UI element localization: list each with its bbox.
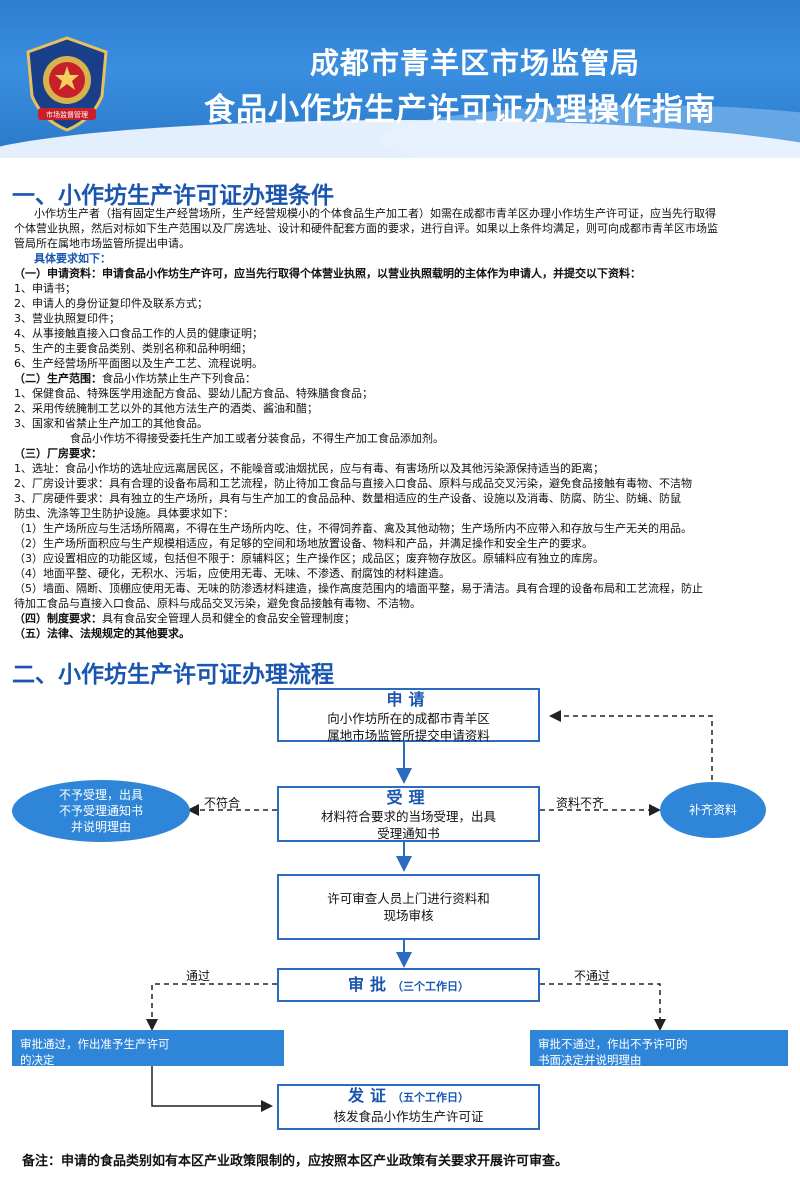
flow-step-apply: 申请 向小作坊所在的成都市青羊区 属地市场监管所提交申请资料 <box>277 688 540 743</box>
list-item: 2、厂房设计要求：具有合理的设备布局和工艺流程，防止待加工食品与直接入口食品、原… <box>14 477 692 490</box>
list-item: 3、营业执照复印件； <box>14 312 120 325</box>
other-requirements: （五）法律、法规规定的其他要求。 <box>14 627 190 640</box>
list-item: 1、申请书； <box>14 282 76 295</box>
flow-step-text: 材料符合要求的当场受理，出具 <box>320 809 496 824</box>
arrow-approve-to-pass <box>146 983 277 1031</box>
scope-line: （二）生产范围：食品小作坊禁止生产下列食品： <box>14 371 796 386</box>
fail-text: 书面决定并说明理由 <box>538 1053 642 1067</box>
system-heading: （四）制度要求： <box>14 612 102 625</box>
footer-note: 备注：申请的食品类别如有本区产业政策限制的，应按照本区产业政策有关要求开展许可审… <box>22 1154 569 1169</box>
flow-step-approve: 审批（三个工作日） <box>277 968 540 1002</box>
flow-step-days: （五个工作日） <box>392 1091 469 1104</box>
list-item: 2、申请人的身份证复印件及联系方式； <box>14 297 208 310</box>
supplement-text: 补齐资料 <box>688 803 737 817</box>
arrow-approve-to-fail <box>540 983 666 1031</box>
list-item: 3、厂房硬件要求：具有独立的生产场所，具有与生产加工的食品品种、数量相适应的生产… <box>14 492 681 505</box>
flow-step-text: 许可审查人员上门进行资料和 <box>327 891 490 906</box>
sub-item: （4）地面平整、硬化，无积水、污垢，应使用无毒、无味、不渗透、耐腐蚀的材料建造。 <box>14 567 450 580</box>
police-badge-icon: 市场监督管理 <box>26 36 108 132</box>
list-item: 6、生产经营场所平面图以及生产工艺、流程说明。 <box>14 357 263 370</box>
flow-step-text: 现场审核 <box>383 908 434 923</box>
reject-text: 不予受理通知书 <box>58 804 143 818</box>
page-title-agency: 成都市青羊区市场监管局 <box>309 46 640 80</box>
materials-text: 申请食品小作坊生产许可，应当先行取得个体营业执照，以营业执照载明的主体作为申请人… <box>102 267 641 280</box>
arrow-supplement-to-apply <box>549 710 713 780</box>
reject-text: 不予受理，出具 <box>58 788 143 802</box>
flow-supplement-ellipse: 补齐资料 <box>660 782 766 838</box>
arrow-pass-to-issue <box>151 1066 273 1112</box>
list-item: 5、生产的主要食品类别、类别名称和品种明细； <box>14 342 252 355</box>
label-pass: 通过 <box>186 969 211 983</box>
section2-title: 二、小作坊生产许可证办理流程 <box>12 662 334 688</box>
intro-line: 个体营业执照，然后对标如下生产范围以及厂房选址、设计和硬件配套方面的要求，进行自… <box>14 222 718 235</box>
flow-fail-result: 审批不通过，作出不予许可的 书面决定并说明理由 <box>530 1030 788 1067</box>
list-item: 2、采用传统腌制工艺以外的其他方法生产的酒类、酱油和醋； <box>14 402 318 415</box>
flow-step-text: 核发食品小作坊生产许可证 <box>333 1109 484 1124</box>
scope-note: 食品小作坊不得接受委托生产加工或者分装食品，不得生产加工食品添加剂。 <box>70 432 444 445</box>
sub-item: （3）应设置相应的功能区域，包括但不限于：原辅料区；生产操作区；成品区；废弃物存… <box>14 552 604 565</box>
scope-heading: （二）生产范围： <box>14 372 102 385</box>
materials-line: （一）申请资料：申请食品小作坊生产许可，应当先行取得个体营业执照，以营业执照载明… <box>14 266 796 281</box>
flow-step-heading: 审批 <box>347 975 392 994</box>
flow-step-text: 向小作坊所在的成都市青羊区 <box>327 711 490 726</box>
label-fail: 不通过 <box>574 969 611 983</box>
sub-item: （1）生产场所应与生活场所隔离，不得在生产场所内吃、住，不得饲养畜、禽及其他动物… <box>14 522 692 535</box>
flow-step-issue: 发证（五个工作日） 核发食品小作坊生产许可证 <box>277 1084 540 1130</box>
flow-step-text: 受理通知书 <box>377 826 440 841</box>
list-item: 1、保健食品、特殊医学用途配方食品、婴幼儿配方食品、特殊膳食食品； <box>14 387 373 400</box>
flow-step-heading: 发证 <box>347 1086 392 1105</box>
flow-step-review: 许可审查人员上门进行资料和 现场审核 <box>277 874 540 940</box>
requirements-heading: 具体要求如下： <box>34 252 111 265</box>
factory-heading: （三）厂房要求： <box>14 447 102 460</box>
label-incomplete: 资料不齐 <box>556 796 605 810</box>
sub-item-continued: 待加工食品与直接入口食品、原料与成品交叉污染，避免食品接触有毒物、不洁物。 <box>14 597 421 610</box>
header-banner: 市场监督管理 成都市青羊区市场监管局 食品小作坊生产许可证办理操作指南 <box>0 0 800 158</box>
flow-step-days: （三个工作日） <box>392 980 469 993</box>
materials-heading: （一）申请资料： <box>14 267 102 280</box>
section1-title: 一、小作坊生产许可证办理条件 <box>12 183 334 209</box>
flow-step-heading: 受理 <box>386 788 431 807</box>
list-item: 4、从事接触直接入口食品工作的人员的健康证明； <box>14 327 263 340</box>
section1-body: 小作坊生产者（指有固定生产经营场所，生产经营规模小的个体食品生产加工者）如需在成… <box>14 206 796 641</box>
scope-text: 食品小作坊禁止生产下列食品： <box>102 372 256 385</box>
pass-text: 的决定 <box>20 1053 55 1067</box>
badge-text: 市场监督管理 <box>46 110 88 119</box>
label-not-meet: 不符合 <box>204 796 241 810</box>
pass-text: 审批通过，作出准予生产许可 <box>20 1037 170 1051</box>
flow-step-heading: 申请 <box>386 690 431 709</box>
list-item-continued: 防虫、洗涤等卫生防护设施。具体要求如下： <box>14 507 234 520</box>
sub-item: （2）生产场所面积应与生产规模相适应，有足够的空间和场地放置设备、物料和产品，并… <box>14 537 593 550</box>
list-item: 1、选址：食品小作坊的选址应远离居民区，不能噪音或油烟扰民，应与有毒、有害场所以… <box>14 462 604 475</box>
intro-line: 小作坊生产者（指有固定生产经营场所，生产经营规模小的个体食品生产加工者）如需在成… <box>34 207 716 220</box>
flow-step-text: 属地市场监管所提交申请资料 <box>327 728 490 743</box>
flow-reject-ellipse: 不予受理，出具 不予受理通知书 并说明理由 <box>12 780 190 842</box>
intro-line: 管局所在属地市场监管所提出申请。 <box>14 237 190 250</box>
flow-pass-result: 审批通过，作出准予生产许可 的决定 <box>12 1030 284 1067</box>
system-text: 具有食品安全管理人员和健全的食品安全管理制度； <box>102 612 355 625</box>
fail-text: 审批不通过，作出不予许可的 <box>538 1037 688 1051</box>
list-item: 3、国家和省禁止生产加工的其他食品。 <box>14 417 208 430</box>
sub-item: （5）墙面、隔断、顶棚应使用无毒、无味的防渗透材料建造，操作高度范围内的墙面平整… <box>14 582 703 595</box>
system-line: （四）制度要求：具有食品安全管理人员和健全的食品安全管理制度； <box>14 611 796 626</box>
reject-text: 并说明理由 <box>70 820 131 834</box>
page-title-guide: 食品小作坊生产许可证办理操作指南 <box>204 92 716 128</box>
flow-step-accept: 受理 材料符合要求的当场受理，出具 受理通知书 <box>277 786 540 842</box>
